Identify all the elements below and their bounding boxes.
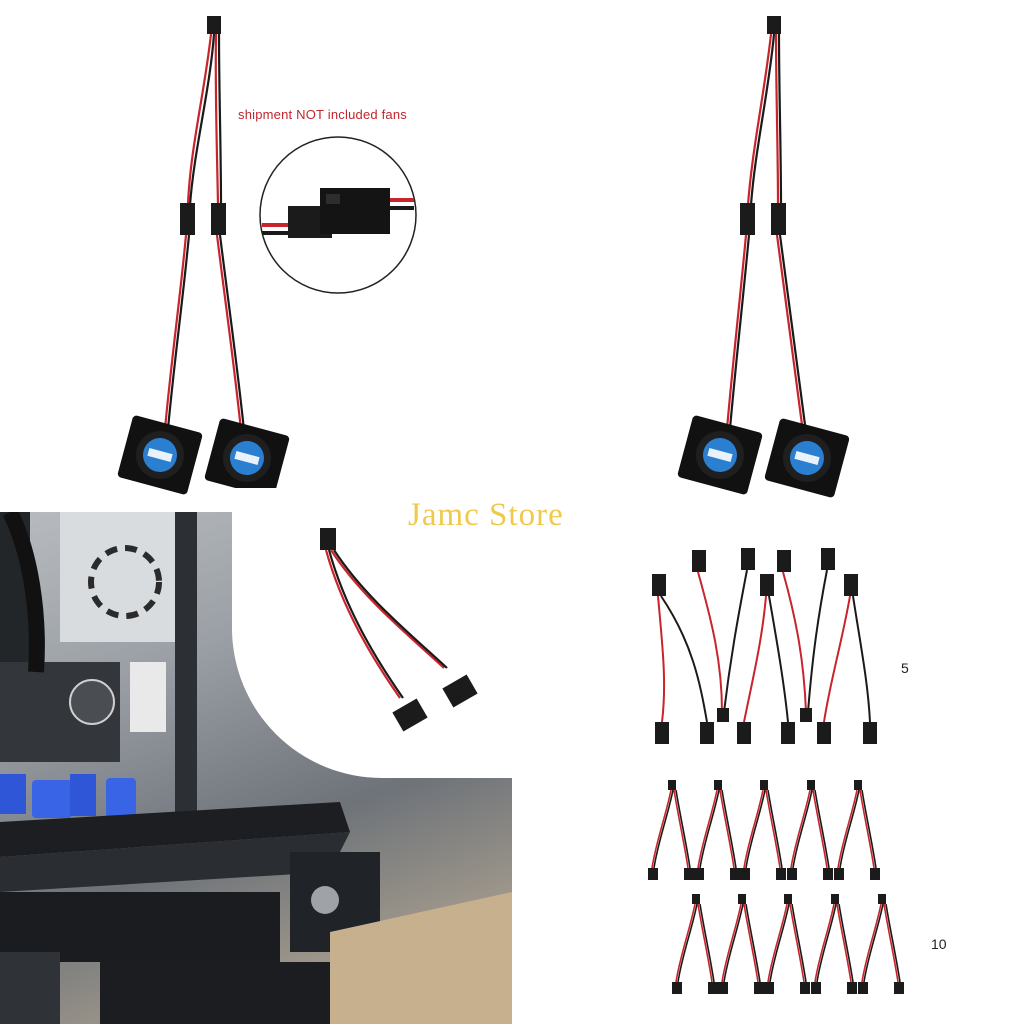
top-connector <box>207 16 221 34</box>
mid-connector-left <box>180 203 195 235</box>
connector-icon <box>714 780 722 790</box>
connector-icon <box>668 780 676 790</box>
panel-cable-with-fans: shipment NOT included fans <box>0 0 512 512</box>
connector-icon <box>847 982 857 994</box>
connector-icon <box>787 868 797 880</box>
connector-icon <box>694 868 704 880</box>
connector-icon <box>858 982 868 994</box>
pack-of-10 <box>648 780 904 994</box>
connector-icon <box>392 698 428 732</box>
shipment-note: shipment NOT included fans <box>238 107 407 122</box>
pack-illustration <box>648 548 904 994</box>
cable-with-fans-illustration <box>117 16 417 498</box>
connector-icon <box>776 868 786 880</box>
connector-icon <box>320 528 336 550</box>
connector-icon <box>831 894 839 904</box>
y-splitter-cable <box>320 528 478 732</box>
connector-icon <box>442 674 478 708</box>
connector-icon <box>672 982 682 994</box>
fan-icon <box>764 418 850 498</box>
connector-icon <box>760 780 768 790</box>
connector-icon <box>684 868 694 880</box>
connector-icon <box>692 894 700 904</box>
connector-icon <box>811 982 821 994</box>
quantity-5-label: 5 <box>901 660 909 676</box>
cable-with-fans-illustration-2 <box>677 16 850 498</box>
fan-icon <box>204 418 290 498</box>
connector-icon <box>878 894 886 904</box>
connector-icon <box>800 982 810 994</box>
top-connector <box>767 16 781 34</box>
connector-icon <box>754 982 764 994</box>
connector-icon <box>854 780 862 790</box>
connector-icon <box>823 868 833 880</box>
mid-connector-right <box>771 203 786 235</box>
panel-pack-quantities: 5 10 <box>512 512 1024 1024</box>
connector-icon <box>870 868 880 880</box>
fan-icon <box>677 415 763 495</box>
connector-icon <box>784 894 792 904</box>
connector-icon <box>894 982 904 994</box>
magnifier-circle <box>259 136 417 294</box>
pack-of-5 <box>652 548 877 744</box>
mid-connector-right <box>211 203 226 235</box>
connector-icon <box>730 868 740 880</box>
connector-icon <box>807 780 815 790</box>
quantity-10-label: 10 <box>931 936 947 952</box>
connector-icon <box>738 894 746 904</box>
cable-inset <box>232 488 532 778</box>
connector-icon <box>708 982 718 994</box>
connector-icon <box>740 868 750 880</box>
printer-scene <box>0 512 512 1024</box>
connector-icon <box>288 188 390 238</box>
connector-icon <box>718 982 728 994</box>
connector-icon <box>648 868 658 880</box>
panel-cable-with-fans-2 <box>512 0 1024 512</box>
mid-connector-left <box>740 203 755 235</box>
store-watermark: Jamc Store <box>408 497 564 533</box>
connector-icon <box>764 982 774 994</box>
connector-icon <box>834 868 844 880</box>
fan-icon <box>117 415 203 495</box>
